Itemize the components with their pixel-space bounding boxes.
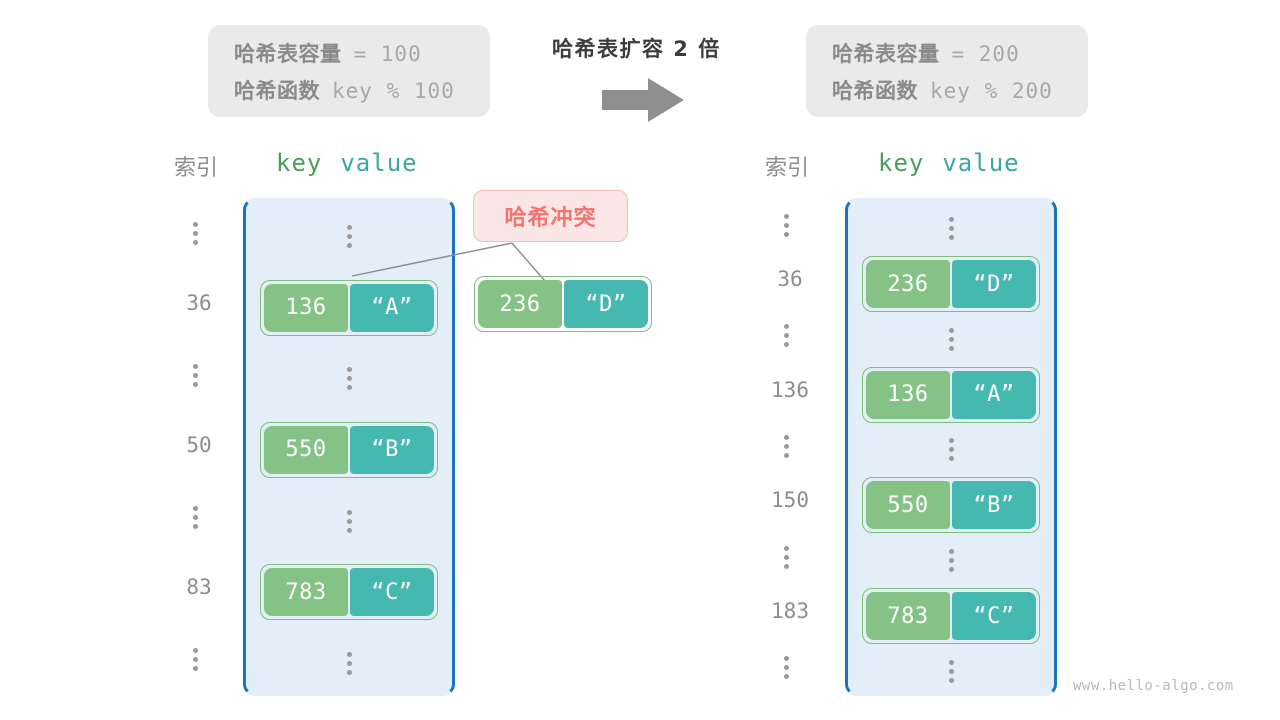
index-ellipsis-icon [784,213,789,237]
right-header-keyvalue: key value [878,149,1020,177]
table-row-ellipsis [848,533,1054,588]
row-ellipsis-icon [346,651,352,675]
entry-key: 783 [264,568,348,617]
right-header-index: 索引 [765,156,810,181]
left-header-index: 索引 [174,156,219,181]
row-ellipsis-icon [948,217,954,241]
table-row-ellipsis [848,644,1054,699]
index-label: 136 [771,377,809,402]
index-ellipsis-icon [193,648,198,672]
table-row-ellipsis [848,201,1054,256]
row-ellipsis-icon [948,327,954,351]
index-label: 150 [771,488,809,513]
key-value-pair: 236“D” [862,256,1040,312]
entry-key: 550 [264,425,348,474]
entry-value: “D” [952,260,1036,308]
entry-value: “C” [350,568,434,617]
table-row-ellipsis [246,628,452,699]
index-ellipsis-icon [784,656,789,680]
entry-value: “A” [952,370,1036,419]
entry-value: “B” [952,481,1036,530]
right-function-label: 哈希函数 [832,78,918,103]
left-capacity-expr: = 100 [353,41,422,66]
index-label: 183 [771,599,809,623]
left-header-key: key [276,149,323,177]
left-function-line: 哈希函数 key % 100 [234,75,464,105]
table-row: 783“C” [848,588,1054,644]
entry-key: 236 [866,260,950,308]
entry-key: 136 [264,283,348,332]
key-value-pair: 136“A” [862,366,1040,423]
index-ellipsis-icon [784,324,789,348]
hash-collision-badge: 哈希冲突 [473,190,628,242]
watermark: www.hello-algo.com [1073,678,1234,694]
right-info-box: 哈希表容量 = 200 哈希函数 key % 200 [806,25,1088,117]
left-function-label: 哈希函数 [234,78,320,103]
left-info-box: 哈希表容量 = 100 哈希函数 key % 100 [208,25,490,117]
entry-value: “D” [564,280,648,328]
key-value-pair: 783“C” [862,588,1040,644]
row-ellipsis-icon [346,367,352,391]
entry-key: 136 [866,370,950,419]
index-ellipsis-icon [193,221,198,245]
table-row-ellipsis [246,201,452,272]
index-ellipsis-icon [784,435,789,458]
left-capacity-label: 哈希表容量 [234,41,342,66]
row-ellipsis-icon [948,659,954,683]
key-value-pair: 550“B” [862,477,1040,534]
table-row-ellipsis [848,422,1054,477]
key-value-pair: 783“C” [260,564,438,621]
entry-value: “C” [952,592,1036,640]
row-ellipsis-icon [346,509,352,533]
index-label: 36 [777,267,803,291]
key-value-pair: 550“B” [260,421,438,478]
table-row: 550“B” [246,414,452,485]
row-ellipsis-icon [948,438,954,462]
right-hash-table: 236“D” 136“A” 550“B” 783“C” [845,198,1057,696]
right-capacity-line: 哈希表容量 = 200 [832,38,1062,68]
entry-key: 783 [866,592,950,640]
left-capacity-line: 哈希表容量 = 100 [234,38,464,68]
index-label: 36 [186,290,212,315]
center-caption: 哈希表扩容 2 倍 [552,37,721,61]
key-value-pair: 136“A” [260,279,438,336]
index-ellipsis-icon [784,545,789,569]
left-function-expr: key % 100 [332,78,455,103]
right-function-expr: key % 200 [930,78,1053,103]
table-row-ellipsis [246,486,452,557]
entry-value: “A” [350,283,434,332]
key-value-pair: 236 “D” [474,276,652,332]
left-header-keyvalue: key value [276,149,418,177]
index-label: 50 [186,433,212,457]
right-capacity-label: 哈希表容量 [832,41,940,66]
table-row-ellipsis [246,343,452,414]
right-capacity-expr: = 200 [951,41,1020,66]
left-header-value: value [340,149,418,177]
table-row-ellipsis [848,312,1054,367]
entry-value: “B” [350,425,434,474]
entry-key: 550 [866,481,950,530]
table-row: 136“A” [246,272,452,343]
right-header-key: key [878,149,925,177]
table-row: 236“D” [848,256,1054,312]
right-arrow-icon [602,78,684,126]
right-function-line: 哈希函数 key % 200 [832,75,1062,105]
row-ellipsis-icon [346,225,352,249]
index-ellipsis-icon [193,506,198,530]
table-row: 550“B” [848,477,1054,534]
left-hash-table: 136“A” 550“B” 783“C” [243,198,455,696]
table-row: 783“C” [246,557,452,628]
table-row: 136“A” [848,366,1054,423]
right-header-value: value [942,149,1020,177]
entry-key: 236 [478,280,562,328]
index-ellipsis-icon [193,363,198,387]
row-ellipsis-icon [948,549,954,573]
collision-entry: 236 “D” [474,276,652,332]
index-label: 83 [186,575,212,600]
